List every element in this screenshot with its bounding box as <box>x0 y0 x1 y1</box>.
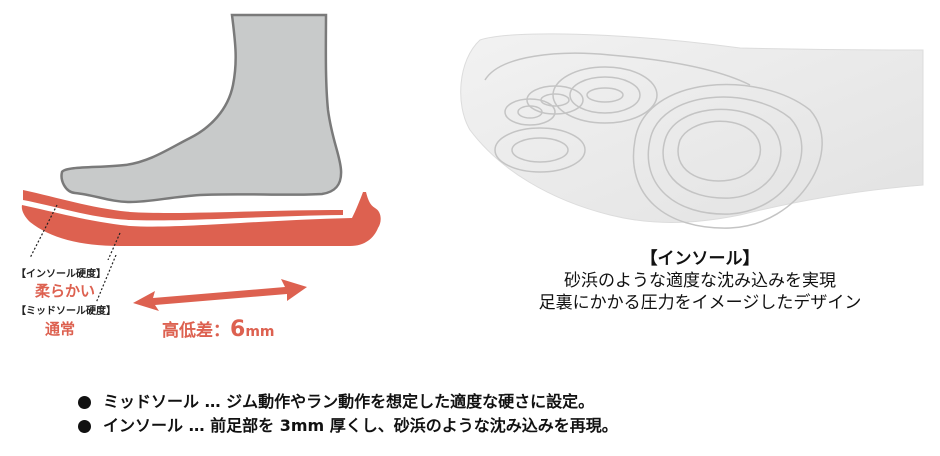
insole-caption-line1: 砂浜のような適度な沈み込みを実現 <box>564 271 836 291</box>
insole-hardness-value: 柔らかい <box>35 282 96 300</box>
insole-caption-line2: 足裏にかかる圧力をイメージしたデザイン <box>538 293 862 313</box>
insole-sole-illustration <box>460 33 924 229</box>
midsole-leader-line <box>107 232 121 260</box>
foot-illustration <box>60 13 343 204</box>
insole-layer <box>23 190 343 221</box>
height-difference-unit: mm <box>245 324 275 340</box>
midsole-hardness-label: 【ミッドソール硬度】 <box>16 306 116 317</box>
insole-caption: 【インソール】 砂浜のような適度な沈み込みを実現 足裏にかかる圧力をイメージした… <box>500 248 900 314</box>
bullet-dot-icon <box>78 395 91 409</box>
double-arrow-icon <box>133 279 307 311</box>
height-difference-value: 6 <box>230 317 246 342</box>
midsole-layer <box>21 192 381 246</box>
insole-hardness-label: 【インソール硬度】 <box>16 269 106 280</box>
bullet-item-midsole: ミッドソール … ジム動作やラン動作を想定した適度な硬さに設定。 <box>78 390 618 414</box>
insole-leader-line <box>29 204 58 259</box>
insole-caption-title: 【インソール】 <box>640 249 760 269</box>
bullet-text: インソール … 前足部を 3mm 厚くし、砂浜のような沈み込みを再現。 <box>103 416 618 435</box>
bullet-item-insole: インソール … 前足部を 3mm 厚くし、砂浜のような沈み込みを再現。 <box>78 414 618 438</box>
height-difference-label: 高低差： <box>162 321 230 341</box>
height-difference: 高低差：6mm <box>162 316 275 342</box>
foot-sole-diagram <box>21 13 381 260</box>
leader-lines-lower <box>95 255 117 304</box>
feature-bullet-list: ミッドソール … ジム動作やラン動作を想定した適度な硬さに設定。 インソール …… <box>78 390 618 438</box>
bullet-dot-icon <box>78 419 91 433</box>
bullet-text: ミッドソール … ジム動作やラン動作を想定した適度な硬さに設定。 <box>103 392 595 411</box>
midsole-hardness-value: 通常 <box>45 320 76 338</box>
